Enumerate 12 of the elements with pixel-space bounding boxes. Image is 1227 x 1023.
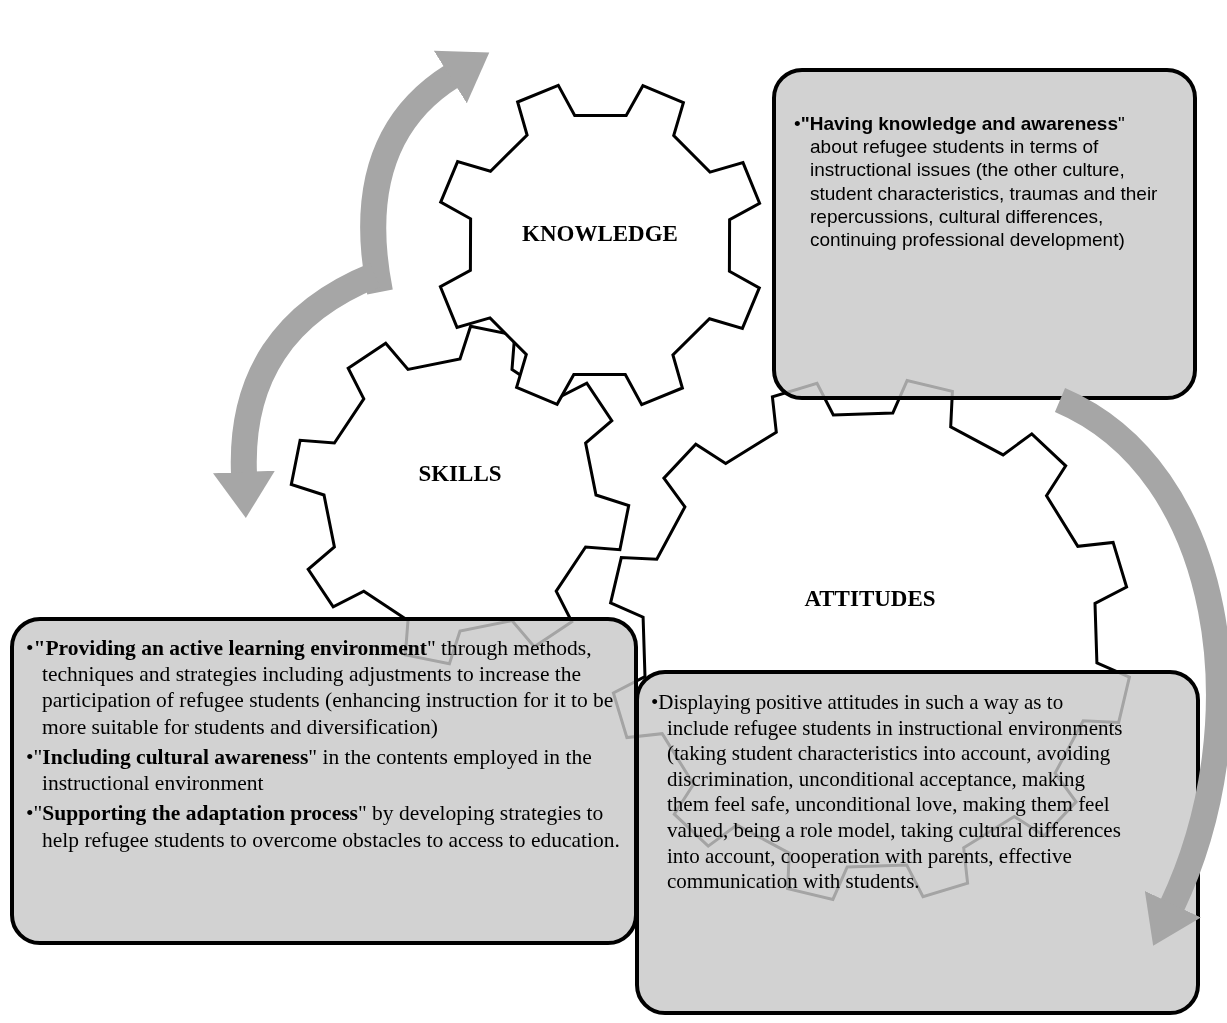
text-panel — [635, 670, 1200, 1015]
bullet-text: •"Supporting the adaptation process" by developing strategies to help refugee students to overcome obstacles to access to education. — [26, 800, 620, 853]
bullet-text: •"Providing an active learning environment" through methods, techniques and strategies including adjustments to increase the participation of refugee students (enhancing instruction for it to be more suitable for students and diversification) — [26, 635, 615, 740]
text-panel — [772, 68, 1197, 400]
bullet-text: •"Having knowledge and awareness" about refugee students in terms of instructional issues (the other culture, student characteristics, traumas and their repercussions, cultural differences, continuing professional development) — [794, 112, 1159, 252]
bullet-text: •"Including cultural awareness" in the contents employed in the instructional environment — [26, 743, 593, 797]
gear-label: ATTITUDES — [803, 586, 937, 612]
text-panel — [10, 617, 638, 945]
gear-label: SKILLS — [417, 461, 503, 487]
gear-label: KNOWLEDGE — [521, 221, 679, 247]
bullet-text: •Displaying positive attitudes in such a way as to include refugee students in instructional environments (taking student characteristics into account, avoiding discrimination, unconditional acceptance, making them feel safe, unconditional love, making them feel valued, being a role model, taking cultural differences into account, cooperation with parents, effective communication with students. — [651, 690, 1124, 895]
curved-arrow — [360, 50, 489, 295]
